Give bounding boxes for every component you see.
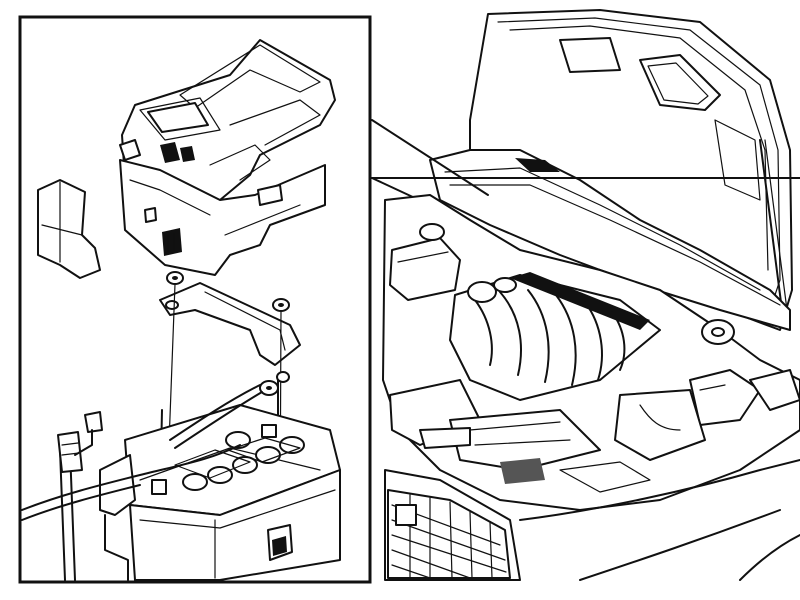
- intake-manifold: [449, 272, 661, 401]
- terminal-cover: [37, 179, 101, 279]
- engine-right-components: [614, 319, 800, 461]
- battery-cover: [119, 39, 336, 216]
- grille: [387, 489, 511, 579]
- detail-view: [18, 15, 372, 584]
- cell-cap-6: [225, 431, 251, 449]
- hood-strut: [759, 139, 783, 311]
- battery-tray-housing: [119, 159, 326, 276]
- battery-cables: [21, 384, 263, 581]
- hold-down-bracket: [159, 282, 301, 366]
- clamp-washer: [259, 371, 290, 396]
- battery-tray: [99, 454, 293, 581]
- terminal-negative: [151, 479, 167, 495]
- terminal-positive: [261, 424, 277, 438]
- engine-front-components: [389, 379, 651, 493]
- front-end: [384, 459, 800, 581]
- engine-bay-view: [371, 9, 800, 581]
- cell-cap-3: [232, 456, 258, 474]
- view-pointer-line-1: [371, 119, 489, 196]
- fastener-nut-right: [272, 298, 290, 312]
- cowl: [429, 149, 791, 331]
- fastener-nut-left: [166, 271, 184, 285]
- cell-cap-1: [182, 473, 208, 491]
- battery: [124, 404, 341, 581]
- cell-cap-2: [207, 466, 233, 484]
- engine: [382, 194, 800, 511]
- coolant-reservoir: [389, 223, 461, 301]
